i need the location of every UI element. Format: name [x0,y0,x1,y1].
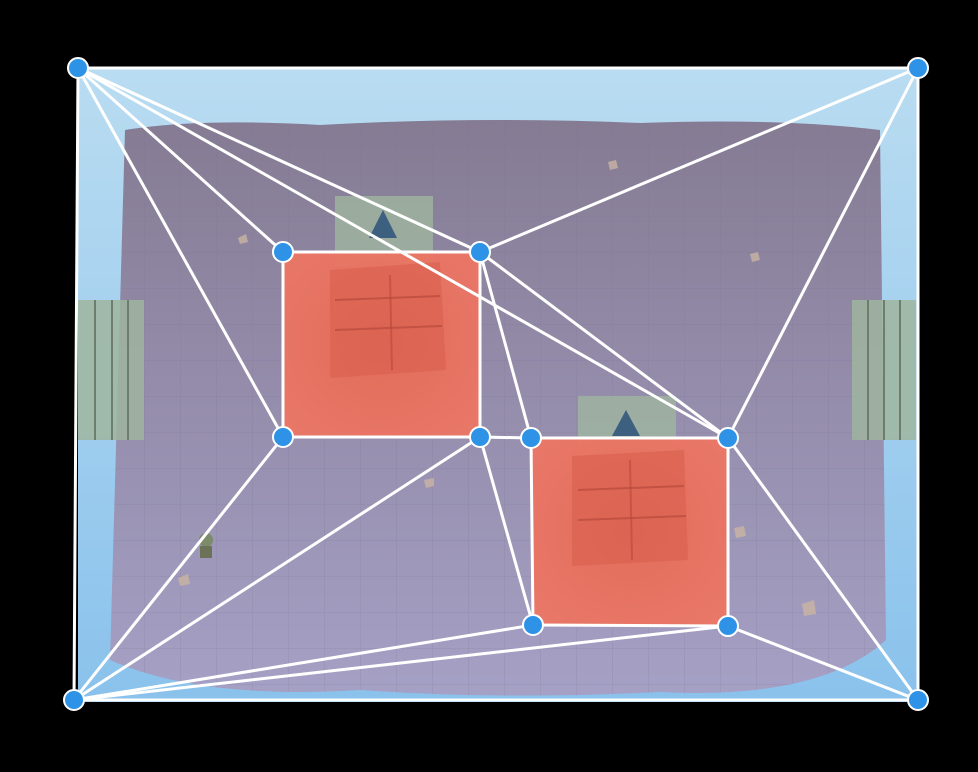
rocks [178,160,816,616]
obstacle-2 [531,438,728,625]
mesh-vertex-H[interactable] [469,426,491,448]
mesh-edge-C-G [72,435,285,702]
character [199,533,213,558]
right-wall [852,300,916,440]
mesh-vertex-F[interactable] [469,241,491,263]
left-wall [78,300,144,440]
mesh-edge-A-F [76,66,482,254]
mesh-edge-K-I [529,436,535,627]
mesh-edge-L-K [531,623,730,628]
mesh-edge-F-J [478,250,730,440]
mesh-vertices [63,57,929,711]
mesh-edge-C-L [72,624,730,702]
mesh-edge-C-A [72,66,80,702]
mesh-edges [72,66,920,702]
mesh-vertex-I[interactable] [520,427,542,449]
mesh-vertex-D[interactable] [907,689,929,711]
mesh-edge-B-J [726,66,920,440]
mesh-edge-F-I [478,250,533,440]
mesh-edge-D-L [726,624,920,702]
mesh-vertex-C[interactable] [63,689,85,711]
mesh-edge-A-E [76,66,285,254]
mesh-edge-D-J [726,436,920,702]
mesh-vertex-K[interactable] [522,614,544,636]
mesh-vertex-G[interactable] [272,426,294,448]
mesh-vertex-A[interactable] [67,57,89,79]
mesh-edge-A-G [76,66,285,439]
mesh-vertex-E[interactable] [272,241,294,263]
mesh-edge-H-K [478,435,535,627]
mesh-vertex-J[interactable] [717,427,739,449]
mesh-edge-C-H [72,435,482,702]
mesh-edge-B-F [478,66,920,254]
mesh-edge-A-J [76,66,730,440]
mesh-vertex-L[interactable] [717,615,739,637]
obstacle-1 [283,252,480,437]
mesh-vertex-B[interactable] [907,57,929,79]
mesh-edge-C-K [72,623,535,702]
